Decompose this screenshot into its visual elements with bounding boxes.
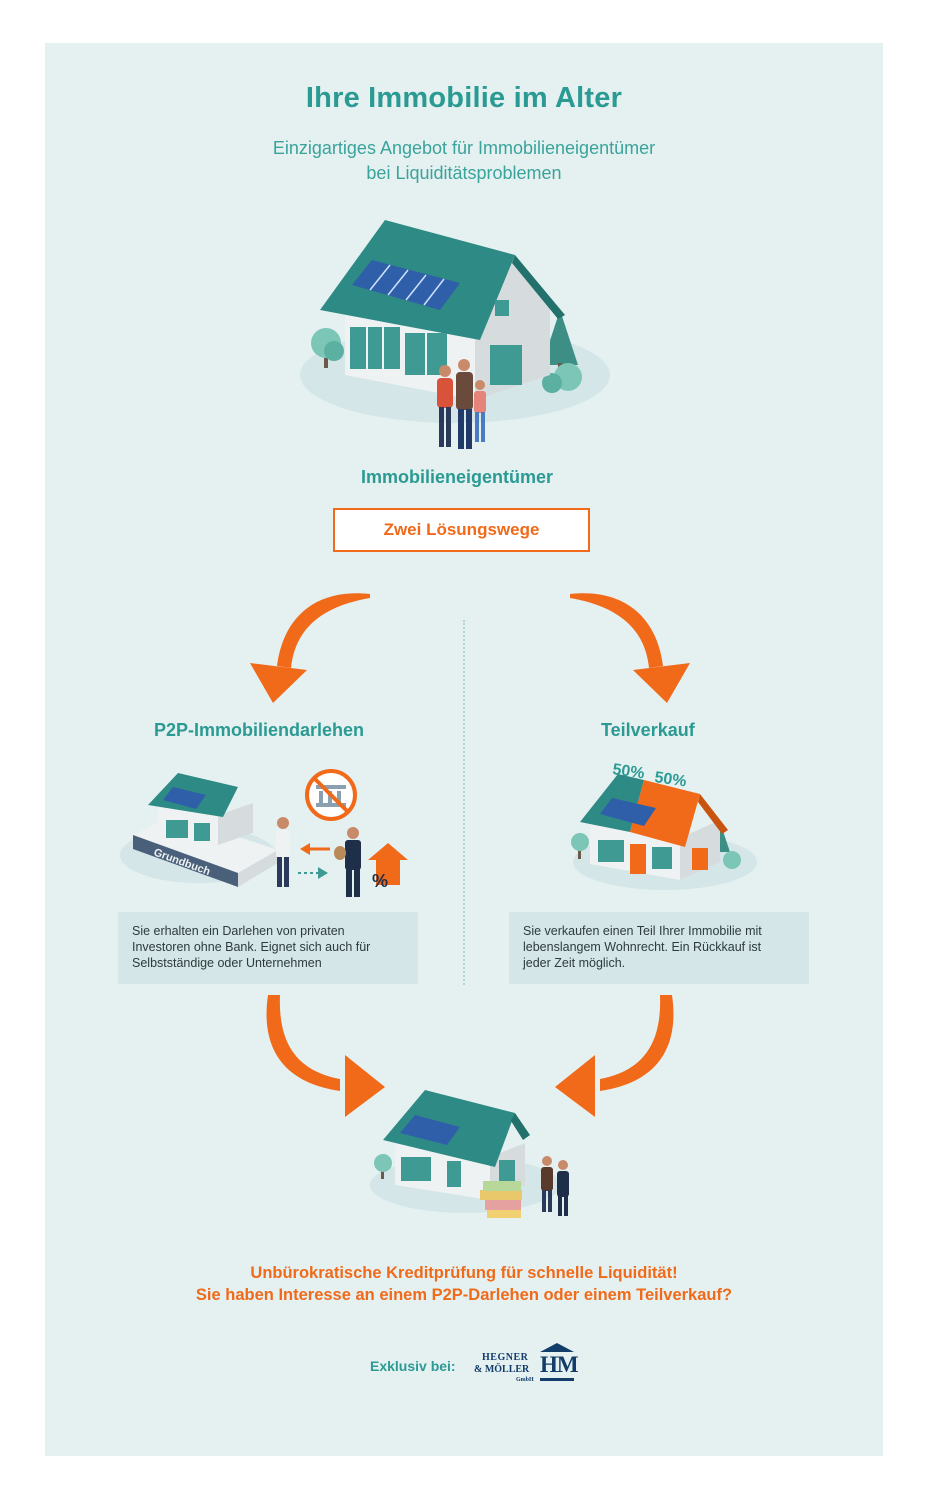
logo-line-1: HEGNER — [482, 1352, 529, 1363]
investor-icon — [334, 827, 361, 897]
page-subtitle: Einzigartiges Angebot für Immobilieneige… — [0, 136, 928, 186]
partial-sale-illustration: 50% 50% — [571, 761, 757, 890]
logo-suffix: GmbH — [516, 1377, 534, 1383]
logo-monogram: HM — [540, 1352, 579, 1377]
center-divider — [463, 620, 465, 985]
main-house-illustration — [300, 220, 610, 449]
left-path-title: P2P-Immobiliendarlehen — [154, 720, 365, 740]
solar-panel-icon — [352, 260, 460, 310]
tree-left-icon — [311, 328, 344, 368]
interest-up-icon: % — [368, 843, 408, 891]
left-description-line-3: Selbstständige oder Unternehmen — [132, 956, 322, 970]
svg-text:%: % — [372, 871, 388, 891]
right-description-line-2: lebenslangem Wohnrecht. Ein Rückkauf ist — [523, 940, 762, 954]
subtitle-line-1: Einzigartiges Angebot für Immobilieneige… — [272, 138, 656, 158]
arrow-merge-right-icon — [555, 995, 674, 1117]
tree-icon — [571, 833, 589, 859]
right-description-line-1: Sie verkaufen einen Teil Ihrer Immobilie… — [523, 924, 762, 938]
tree-icon — [374, 1154, 392, 1179]
right-path-description: Sie verkaufen einen Teil Ihrer Immobilie… — [509, 912, 809, 984]
result-house-illustration — [370, 1090, 569, 1218]
exchange-arrows-icon — [298, 843, 330, 879]
arrow-down-right-icon — [570, 593, 690, 703]
logo-roof-icon — [540, 1343, 574, 1381]
page-title: Ihre Immobilie im Alter — [305, 82, 623, 114]
company-logo: HEGNER & MÖLLER GmbH HM — [472, 1342, 579, 1388]
family-icon — [437, 359, 486, 449]
no-bank-icon — [305, 769, 357, 821]
cta-line-2: Sie haben Interesse an einem P2P-Darlehe… — [195, 1286, 733, 1304]
left-description-line-1: Sie erhalten ein Darlehen von privaten — [132, 924, 345, 938]
exclusive-label: Exklusiv bei: — [370, 1358, 456, 1374]
subtitle-line-2: bei Liquiditätsproblemen — [366, 163, 562, 183]
tree-right-icon — [542, 310, 582, 393]
call-to-action: Unbürokratische Kreditprüfung für schnel… — [0, 1262, 928, 1306]
logo-line-2: & MÖLLER — [474, 1364, 530, 1375]
money-stack-icon — [480, 1181, 522, 1218]
right-path-title: Teilverkauf — [601, 720, 695, 740]
left-path-description: Sie erhalten ein Darlehen von privaten I… — [118, 912, 418, 984]
solutions-box: Zwei Lösungswege — [333, 508, 590, 552]
owner-label: Immobilieneigentümer — [360, 467, 554, 487]
p2p-loan-illustration: Grundbuch % — [120, 769, 408, 897]
arrow-down-left-icon — [250, 593, 370, 703]
arrow-merge-left-icon — [266, 995, 385, 1117]
left-description-line-2: Investoren ohne Bank. Eignet sich auch f… — [132, 940, 371, 954]
cta-line-1: Unbürokratische Kreditprüfung für schnel… — [250, 1264, 678, 1282]
handshake-people-icon — [541, 1156, 569, 1216]
right-description-line-3: jeder Zeit möglich. — [523, 956, 626, 970]
borrower-icon — [276, 817, 290, 887]
